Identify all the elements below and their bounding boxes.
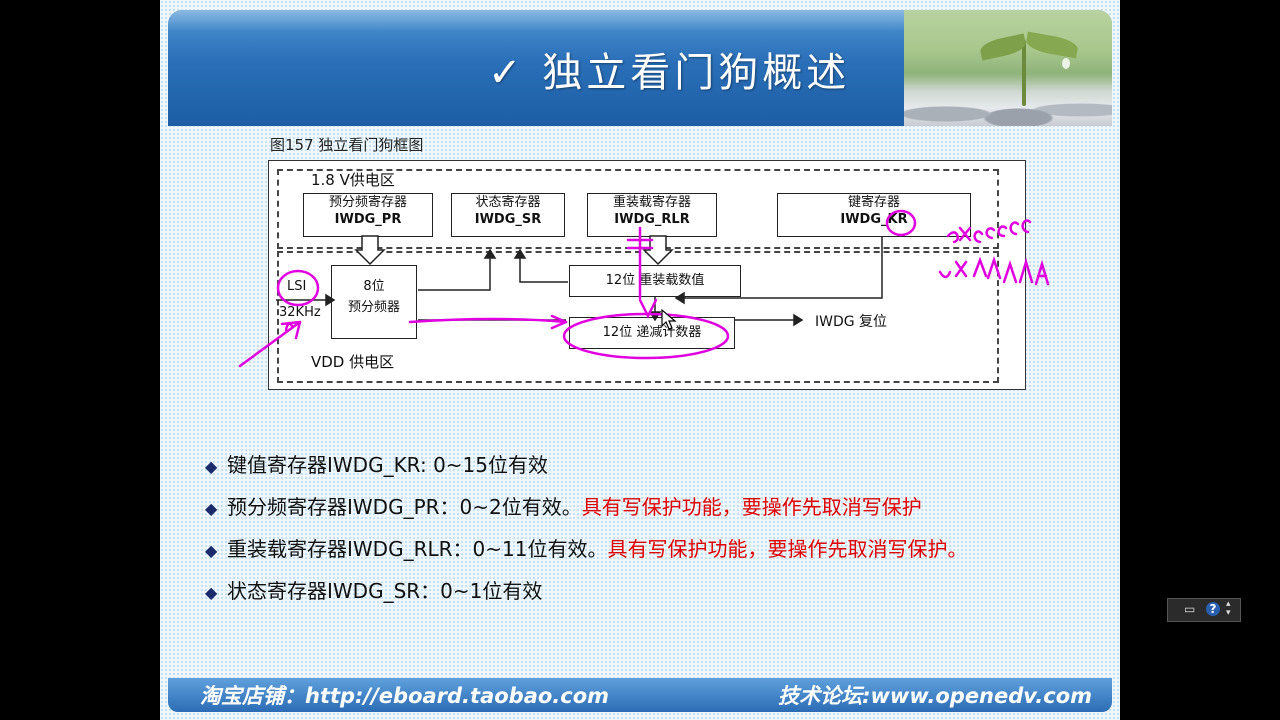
lsi-freq-label: 32KHz: [279, 305, 321, 320]
lsi-label: LSI: [287, 279, 307, 294]
pen-annotations: [238, 209, 1050, 368]
mouse-cursor-icon: [660, 308, 678, 336]
diamond-bullet-icon: ◆: [205, 541, 218, 560]
bullet-item: ◆键值寄存器IWDG_KR: 0~15位有效: [205, 450, 967, 492]
reset-output-label: IWDG 复位: [815, 314, 888, 330]
zone-vdd: [277, 251, 999, 383]
footer-forum-link[interactable]: 技术论坛:www.openedv.com: [778, 684, 1092, 708]
figure-caption: 图157 独立看门狗框图: [270, 136, 424, 154]
keyboard-icon[interactable]: ▭: [1184, 602, 1196, 616]
bullet-item: ◆预分频寄存器IWDG_PR：0~2位有效。具有写保护功能，要操作先取消写保护: [205, 492, 967, 534]
reload-value-block: 12位 重装载数值: [569, 265, 741, 297]
bullet-item: ◆重装载寄存器IWDG_RLR：0~11位有效。具有写保护功能，要操作先取消写保…: [205, 534, 967, 576]
sprout-photo: [904, 10, 1112, 126]
footer-bar: 淘宝店铺：http://eboard.taobao.com 技术论坛:www.o…: [168, 678, 1112, 712]
prescaler-block: 8位预分频器: [331, 265, 417, 339]
bullet-list: ◆键值寄存器IWDG_KR: 0~15位有效 ◆预分频寄存器IWDG_PR：0~…: [205, 450, 967, 618]
footer-taobao-link[interactable]: 淘宝店铺：http://eboard.taobao.com: [200, 684, 610, 708]
zone-1v8-label: 1.8 V供电区: [311, 171, 395, 189]
title-bar: ✓ 独立看门狗概述: [168, 10, 1112, 126]
player-controls[interactable]: ▭ ? ▴▾: [1167, 598, 1241, 622]
bullet-item: ◆状态寄存器IWDG_SR：0~1位有效: [205, 576, 967, 618]
diamond-bullet-icon: ◆: [205, 583, 218, 602]
help-icon[interactable]: ?: [1206, 602, 1220, 616]
diamond-bullet-icon: ◆: [205, 499, 218, 518]
diamond-bullet-icon: ◆: [205, 457, 218, 476]
vdd-zone-label: VDD 供电区: [311, 353, 395, 371]
spinner-icon[interactable]: ▴▾: [1226, 599, 1231, 618]
slide-title: ✓ 独立看门狗概述: [488, 50, 851, 96]
